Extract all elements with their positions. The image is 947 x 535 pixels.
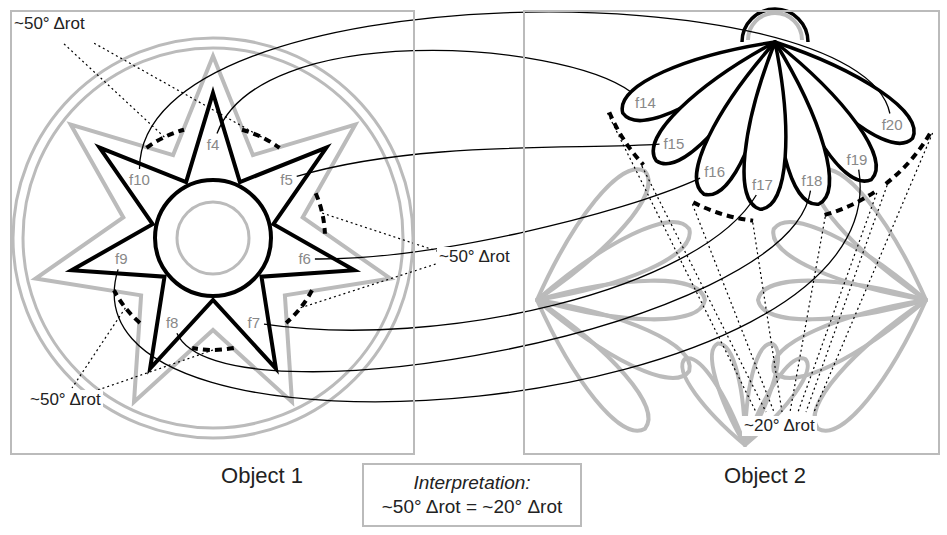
correspondence-line: [264, 195, 756, 330]
petal-label: f5: [280, 171, 293, 188]
rotation-arc: [147, 130, 185, 148]
petal-node: f8: [164, 314, 181, 331]
gray-petal: [537, 281, 705, 320]
petal-label: f17: [752, 176, 773, 193]
petal-node: f9: [113, 250, 130, 267]
correspondence-line: [217, 50, 631, 133]
petal-node: f7: [246, 314, 263, 331]
leader-line: [62, 42, 164, 137]
leader-line: [98, 350, 213, 390]
petal-label: f4: [207, 136, 220, 153]
petal-label: f10: [129, 171, 150, 188]
petal-node: f5: [278, 171, 295, 188]
petal-label: f14: [635, 94, 656, 111]
rotation-arc: [886, 132, 931, 184]
gray-petal: [522, 288, 660, 442]
rotation-arc: [825, 191, 876, 215]
panel-caption: Object 2: [724, 463, 806, 489]
petal-label: f19: [847, 151, 868, 168]
outer-ring: [13, 38, 413, 438]
leader-line: [642, 166, 766, 412]
interpretation-box: Interpretation:~50° Δrot = ~20° Δrot: [362, 463, 582, 527]
correspondence-line: [177, 191, 811, 372]
rotation-arc: [192, 348, 234, 350]
petal-label: f6: [298, 250, 311, 267]
petal-node: f15: [661, 135, 686, 152]
hub-circle: [155, 180, 271, 296]
petal-node: f6: [296, 250, 313, 267]
petal-node: f17: [750, 176, 775, 193]
correspondence-line: [140, 12, 890, 169]
leader-line: [806, 185, 887, 412]
leader-line: [301, 262, 442, 308]
leader-line: [814, 133, 933, 412]
petal-label: f7: [248, 314, 261, 331]
correspondence-line: [114, 170, 860, 402]
leader-line: [322, 213, 440, 252]
petal-label: f16: [704, 163, 725, 180]
rotation-arc: [609, 112, 643, 165]
petal-node: f19: [845, 151, 870, 168]
rotation-arc: [242, 130, 280, 148]
leader-line: [692, 204, 774, 412]
rotation-arc: [114, 290, 140, 323]
fan-petal: [740, 40, 795, 211]
fan-hub: [748, 13, 802, 40]
rotation-label: ~20° Δrot: [742, 416, 817, 436]
petal-label: f20: [882, 116, 903, 133]
leader-line: [608, 113, 757, 412]
petal-node: f14: [633, 94, 658, 111]
inner-ring: [177, 202, 249, 274]
gray-petal: [758, 281, 926, 320]
panel-caption: Object 1: [221, 463, 303, 489]
leader-line: [790, 217, 825, 412]
rotation-arc: [286, 290, 312, 323]
petal-label: f15: [663, 135, 684, 152]
object-panel: Object 2f14f15f16f17f18f19f20: [523, 10, 940, 455]
correspondence-line: [297, 144, 660, 176]
rotation-label: ~50° Δrot: [28, 390, 103, 410]
petal-label: f9: [115, 250, 128, 267]
petal-node: f20: [880, 116, 905, 133]
rotation-label: ~50° Δrot: [12, 14, 87, 34]
petal-label: f8: [166, 314, 179, 331]
petal-node: f10: [127, 171, 152, 188]
petal-label: f18: [802, 172, 823, 189]
interpretation-heading: Interpretation:: [372, 471, 572, 495]
petal-node: f4: [205, 136, 222, 153]
petal-node: f16: [702, 163, 727, 180]
interpretation-text: ~50° Δrot = ~20° Δrot: [372, 495, 572, 519]
object-panel: Object 1f4f5f6f7f8f9f10: [10, 10, 415, 455]
gray-star: [36, 56, 391, 402]
petal-node: f18: [800, 172, 825, 189]
black-star: [72, 93, 355, 369]
rotation-label: ~50° Δrot: [437, 247, 512, 267]
leader-line: [72, 308, 125, 388]
leader-line: [798, 193, 877, 412]
gray-petal: [803, 288, 941, 442]
leader-line: [92, 42, 262, 137]
